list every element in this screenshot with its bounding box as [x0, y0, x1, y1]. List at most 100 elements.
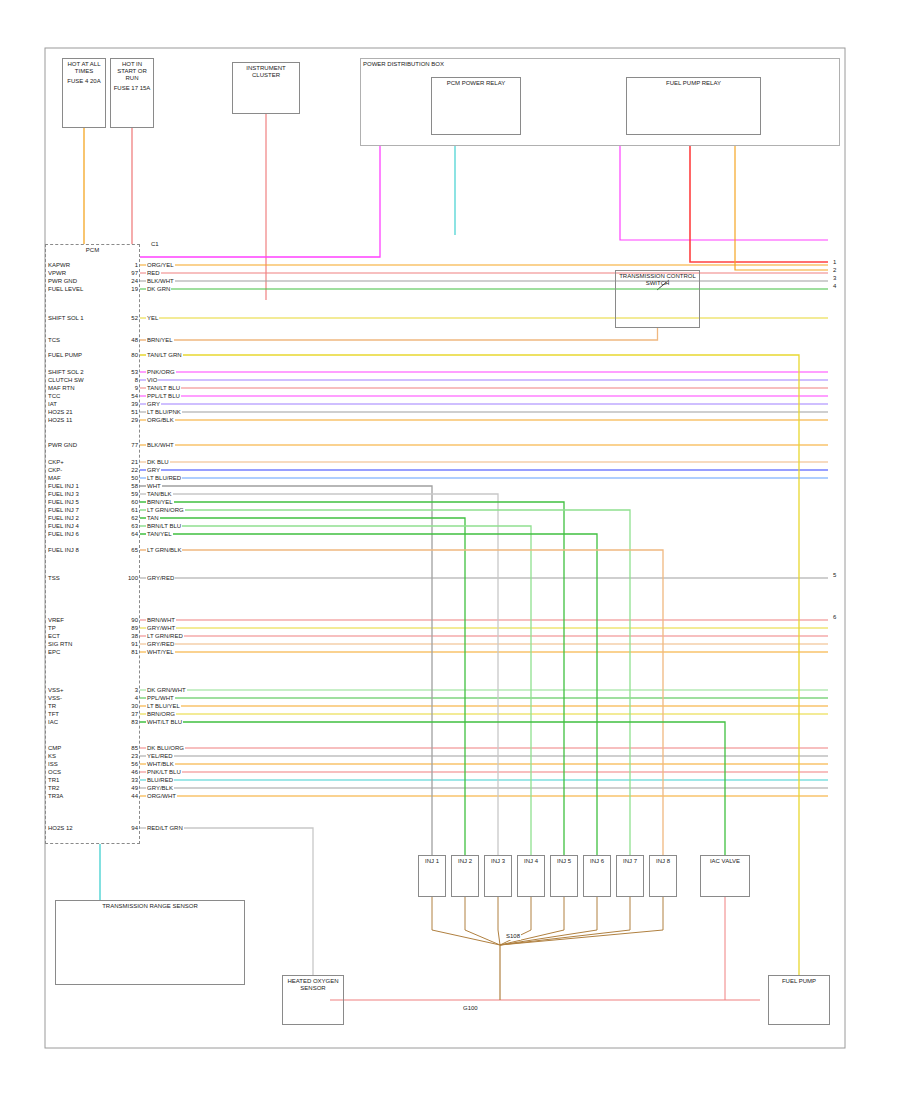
- connector-number: 2: [832, 267, 837, 274]
- wire: [140, 713, 828, 714]
- wire: [265, 114, 266, 300]
- wire-color-code: ORG/WHT: [146, 793, 177, 800]
- wire-color-code: BRN/LT BLU: [146, 523, 182, 530]
- wire: [735, 146, 828, 270]
- pin-name: FUEL INJ 1: [48, 483, 79, 490]
- pin-name: FUEL INJ 4: [48, 523, 79, 530]
- wire-color-code: BRN/YEL: [146, 499, 174, 506]
- wire: [140, 317, 828, 318]
- component-name: INJ 8: [652, 858, 674, 865]
- pin-number: 46: [108, 769, 138, 776]
- wire-color-code: PPL/LT BLU: [146, 393, 181, 400]
- wire-connector: [140, 494, 498, 855]
- wire-color-code: BLK/WHT: [146, 442, 175, 449]
- pin-number: 33: [108, 777, 138, 784]
- pin-number: 22: [108, 467, 138, 474]
- pin-number: 48: [108, 337, 138, 344]
- connector-number: 6: [832, 614, 837, 621]
- wire-connector: [140, 722, 725, 855]
- injector-box: INJ 3: [484, 855, 512, 897]
- injector-box: INJ 8: [649, 855, 677, 897]
- component-box: HOT AT ALL TIMESFUSE 4 20A: [62, 58, 106, 128]
- pin-name: MAF: [48, 475, 61, 482]
- pin-number: 23: [108, 753, 138, 760]
- pin-number: 54: [108, 393, 138, 400]
- pin-name: HO2S 12: [48, 825, 73, 832]
- component-name: INJ 6: [586, 858, 608, 865]
- pin-name: SHIFT SOL 2: [48, 369, 84, 376]
- pin-number: 59: [108, 491, 138, 498]
- component-name: INJ 3: [487, 858, 509, 865]
- pin-name: TCC: [48, 393, 60, 400]
- ground-wire: [465, 897, 500, 945]
- wire-color-code: BLU/RED: [146, 777, 174, 784]
- control-module: PCM: [45, 244, 140, 844]
- wire: [140, 705, 828, 706]
- pin-name: SIG RTN: [48, 641, 72, 648]
- pin-name: OCS: [48, 769, 61, 776]
- wire-color-code: TAN/YEL: [146, 531, 173, 538]
- component-box: TRANSMISSION CONTROL SWITCH: [615, 270, 700, 328]
- connector-number: 5: [832, 572, 837, 579]
- pin-name: TCS: [48, 337, 60, 344]
- pin-name: IAT: [48, 401, 57, 408]
- wire: [140, 627, 828, 628]
- wire-color-code: RED/LT GRN: [146, 825, 184, 832]
- component-box: PCM POWER RELAY: [431, 77, 521, 135]
- pin-name: PWR GND: [48, 442, 77, 449]
- pin-number: 49: [108, 785, 138, 792]
- component-box: HEATED OXYGEN SENSOR: [282, 975, 344, 1025]
- wire: [140, 264, 828, 265]
- pin-name: VREF: [48, 617, 64, 624]
- wire-color-code: BLK/WHT: [146, 278, 175, 285]
- component-box: IAC VALVE: [700, 855, 750, 897]
- pin-name: ISS: [48, 761, 58, 768]
- pin-name: FUEL PUMP: [48, 352, 82, 359]
- component-detail: FUSE 17 15A: [113, 85, 151, 92]
- wire-color-code: BRN/ORG: [146, 711, 176, 718]
- pin-number: 91: [108, 641, 138, 648]
- wire: [140, 387, 828, 388]
- injector-box: INJ 1: [418, 855, 446, 897]
- pin-name: CMP: [48, 745, 61, 752]
- component-box: HOT IN START OR RUNFUSE 17 15A: [110, 58, 154, 128]
- wire-connector: [140, 828, 313, 975]
- pin-number: 80: [108, 352, 138, 359]
- wire-color-code: TAN/LT BLU: [146, 385, 181, 392]
- pin-number: 85: [108, 745, 138, 752]
- pin-name: FUEL INJ 7: [48, 507, 79, 514]
- wire: [140, 379, 828, 380]
- pin-name: HO2S 11: [48, 417, 72, 424]
- wire-connector: [140, 328, 658, 340]
- pin-number: 53: [108, 369, 138, 376]
- pin-number: 50: [108, 475, 138, 482]
- wire-color-code: WHT/BLK: [146, 761, 175, 768]
- pin-number: 89: [108, 625, 138, 632]
- component-box: TRANSMISSION RANGE SENSOR: [55, 900, 245, 985]
- pin-number: 77: [108, 442, 138, 449]
- pin-number: 60: [108, 499, 138, 506]
- wire-color-code: LT BLU/PNK: [146, 409, 182, 416]
- pin-name: FUEL INJ 2: [48, 515, 79, 522]
- component-name: INJ 5: [553, 858, 575, 865]
- wire-connector: [140, 146, 380, 257]
- wire: [454, 146, 455, 235]
- pin-name: CLUTCH SW: [48, 377, 84, 384]
- wire-color-code: TAN/LT GRN: [146, 352, 183, 359]
- wire-color-code: LT BLU/RED: [146, 475, 182, 482]
- pin-name: MAF RTN: [48, 385, 75, 392]
- pin-number: 52: [108, 315, 138, 322]
- wire-color-code: GRY/RED: [146, 641, 175, 648]
- pin-name: VPWR: [48, 270, 66, 277]
- pin-name: FUEL INJ 5: [48, 499, 79, 506]
- pin-number: 8: [108, 377, 138, 384]
- wire: [140, 577, 828, 578]
- pin-name: VSS-: [48, 695, 62, 702]
- component-name: HOT AT ALL TIMES: [65, 61, 103, 75]
- pin-name: TR3A: [48, 793, 63, 800]
- wire-color-code: WHT/LT BLU: [146, 719, 183, 726]
- wire-color-code: GRY: [146, 467, 161, 474]
- component-name: IAC VALVE: [703, 858, 747, 865]
- pin-name: FUEL LEVEL: [48, 286, 83, 293]
- pin-number: 4: [108, 695, 138, 702]
